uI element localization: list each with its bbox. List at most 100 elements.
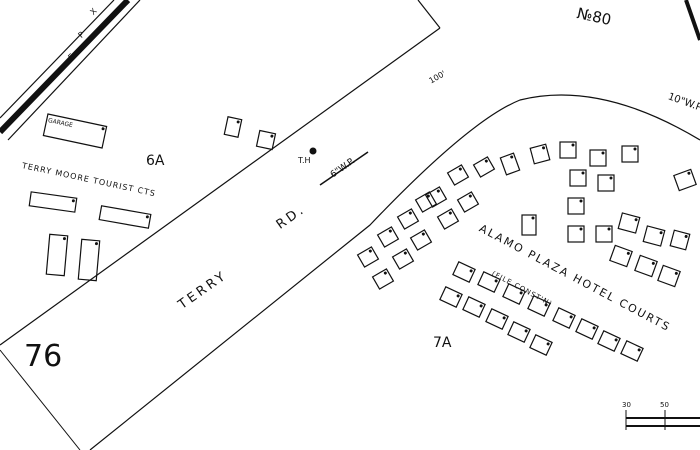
building-footprint xyxy=(462,296,486,318)
building-marker xyxy=(626,251,630,255)
scale-label: 30 xyxy=(622,401,631,409)
building-footprint xyxy=(634,254,658,278)
railroad-line xyxy=(0,0,131,135)
building-footprint xyxy=(507,321,531,343)
building-footprint xyxy=(502,283,526,305)
building-footprint xyxy=(589,149,607,167)
building-footprint xyxy=(414,191,438,213)
building-marker xyxy=(601,151,605,155)
block-edge-6a xyxy=(0,27,441,346)
building-marker xyxy=(236,120,240,124)
building-footprint xyxy=(529,334,553,356)
block-edge-7a xyxy=(89,94,700,450)
building-marker xyxy=(383,271,387,275)
building-marker xyxy=(468,194,472,198)
building-marker xyxy=(436,189,440,193)
railroad-edge xyxy=(0,0,115,119)
building-marker xyxy=(388,229,392,233)
building-footprint xyxy=(42,113,108,149)
building-marker xyxy=(609,176,613,180)
building-footprint xyxy=(621,145,639,163)
building-marker xyxy=(592,326,596,330)
building-footprint xyxy=(371,268,395,290)
building-footprint xyxy=(529,143,551,165)
building-footprint xyxy=(223,116,243,138)
building-footprint xyxy=(620,340,644,362)
building-footprint xyxy=(569,169,587,187)
building-footprint xyxy=(439,286,463,308)
building-marker xyxy=(546,342,550,346)
building-footprint xyxy=(456,191,480,213)
building-footprint xyxy=(657,264,681,288)
building-marker xyxy=(579,199,583,203)
building-footprint xyxy=(98,205,152,229)
railroad-edge xyxy=(7,0,141,141)
building-marker xyxy=(607,227,611,231)
building-marker xyxy=(94,242,98,246)
building-footprint xyxy=(559,141,577,159)
building-footprint xyxy=(567,197,585,215)
building-footprint xyxy=(597,174,615,192)
building-footprint xyxy=(673,168,697,192)
sheet-divider xyxy=(0,349,81,450)
building-marker xyxy=(494,279,498,283)
building-marker xyxy=(403,251,407,255)
scale-bar xyxy=(625,410,700,430)
building-footprint xyxy=(409,229,433,251)
building-marker xyxy=(368,249,372,253)
building-footprint xyxy=(521,214,537,236)
building-footprint xyxy=(472,156,496,178)
building-footprint xyxy=(485,308,509,330)
building-marker xyxy=(684,234,688,238)
building-footprint xyxy=(595,225,613,243)
building-marker xyxy=(571,143,575,147)
building-marker xyxy=(524,329,528,333)
building-footprint xyxy=(77,238,101,282)
building-marker xyxy=(484,159,488,163)
building-marker xyxy=(687,171,691,175)
block-edge-6a-top xyxy=(417,0,441,29)
building-marker xyxy=(421,232,425,236)
block-label-7a: 7A xyxy=(433,335,452,351)
building-marker xyxy=(408,211,412,215)
block-label-6a: 6A xyxy=(146,153,165,169)
building-footprint xyxy=(452,261,476,283)
building-footprint xyxy=(376,226,400,248)
building-marker xyxy=(579,227,583,231)
building-marker xyxy=(145,215,149,219)
building-footprint xyxy=(617,212,641,234)
building-footprint xyxy=(477,271,501,293)
building-footprint xyxy=(567,225,585,243)
building-marker xyxy=(659,231,663,235)
building-marker xyxy=(542,146,546,150)
building-footprint xyxy=(527,295,551,317)
buildings xyxy=(28,113,697,362)
building-footprint xyxy=(28,191,78,213)
building-marker xyxy=(569,315,573,319)
building-footprint xyxy=(552,307,576,329)
building-marker xyxy=(614,338,618,342)
building-footprint xyxy=(436,208,460,230)
building-marker xyxy=(544,303,548,307)
town-hall-label: T.H xyxy=(298,156,311,165)
building-marker xyxy=(637,348,641,352)
building-footprint xyxy=(609,244,633,268)
building-footprint xyxy=(396,208,420,230)
building-footprint xyxy=(597,330,621,352)
building-marker xyxy=(634,218,638,222)
building-marker xyxy=(479,304,483,308)
building-marker xyxy=(426,194,430,198)
building-footprint xyxy=(446,164,470,186)
building-marker xyxy=(270,134,274,138)
building-marker xyxy=(71,199,75,203)
building-marker xyxy=(633,147,637,151)
building-footprint xyxy=(45,233,69,277)
building-marker xyxy=(62,237,66,241)
block-label-76: 76 xyxy=(24,339,63,374)
building-footprint xyxy=(499,152,521,176)
building-marker xyxy=(531,216,535,220)
town-hall-marker xyxy=(309,147,317,155)
building-footprint xyxy=(356,246,380,268)
building-marker xyxy=(458,167,462,171)
